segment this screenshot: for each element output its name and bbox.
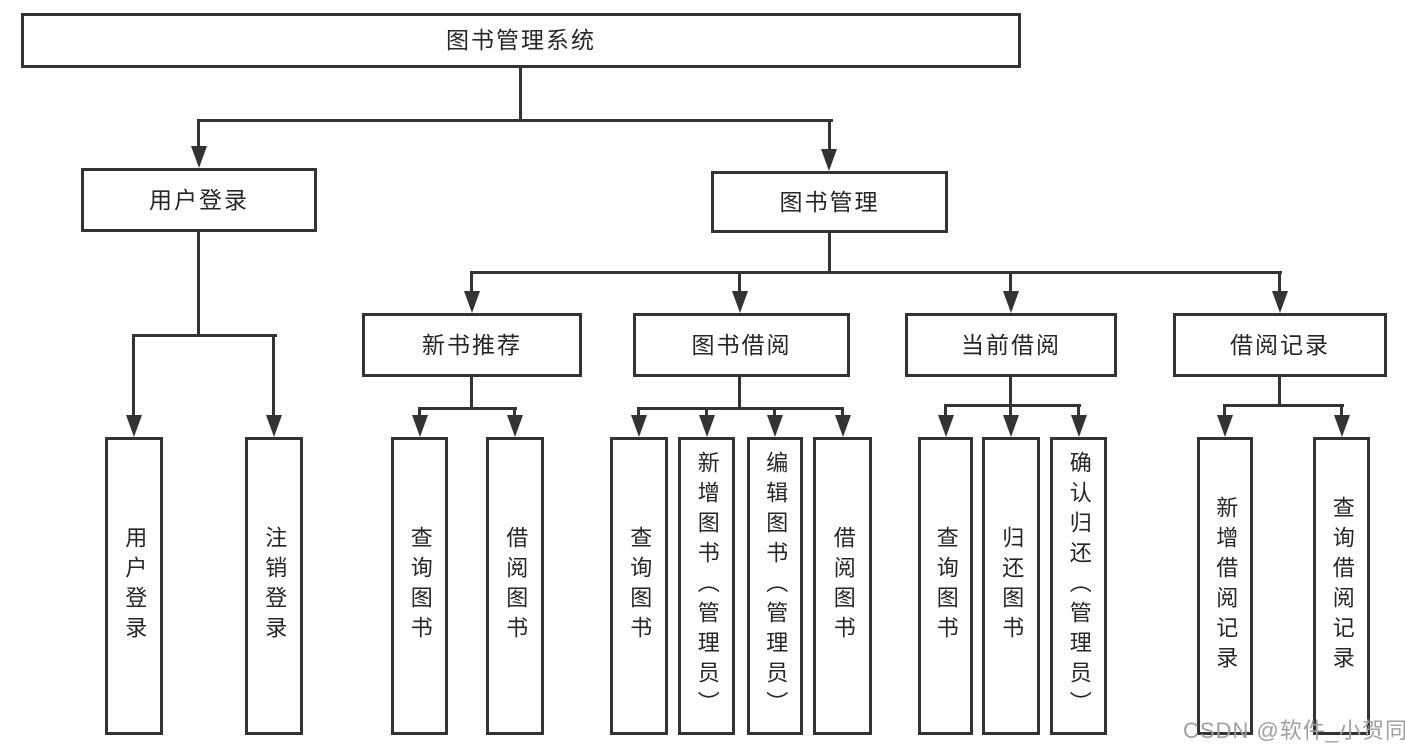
- connector-segment: [470, 271, 473, 293]
- node-leaf-return-books: 归还图书: [982, 437, 1040, 735]
- connector-segment: [1009, 377, 1012, 406]
- node-leaf-confirm-return-admin-label: 确认归还（管理员）: [1066, 451, 1092, 721]
- arrowhead: [767, 415, 783, 437]
- arrowhead: [631, 415, 647, 437]
- arrowhead: [1217, 415, 1233, 437]
- connector-segment: [418, 407, 517, 410]
- node-book-management-label: 图书管理: [779, 188, 880, 215]
- node-leaf-user-login-label: 用户登录: [122, 526, 148, 646]
- node-leaf-borrow-books-recommend: 借阅图书: [486, 437, 544, 735]
- connector-segment: [1340, 404, 1343, 417]
- arrowhead: [732, 291, 748, 313]
- node-book-management: 图书管理: [711, 171, 948, 233]
- node-user-login: 用户登录: [81, 168, 317, 232]
- connector-segment: [705, 407, 708, 417]
- node-borrow-records: 借阅记录: [1173, 313, 1387, 377]
- connector-segment: [197, 119, 200, 148]
- connector-segment: [738, 377, 741, 409]
- node-leaf-edit-books-admin: 编辑图书（管理员）: [747, 437, 803, 735]
- connector-segment: [418, 407, 421, 417]
- arrowhead: [464, 291, 480, 313]
- node-leaf-borrow-books-recommend-label: 借阅图书: [503, 526, 529, 646]
- node-new-book-recommend-label: 新书推荐: [422, 331, 522, 358]
- connector-segment: [197, 119, 833, 122]
- arrowhead: [835, 415, 851, 437]
- connector-segment: [1223, 404, 1344, 407]
- arrowhead: [1003, 415, 1019, 437]
- connector-segment: [773, 407, 776, 417]
- node-leaf-logout: 注销登录: [245, 437, 303, 735]
- node-leaf-query-books-current-label: 查询图书: [933, 526, 959, 646]
- connector-segment: [132, 334, 277, 337]
- arrowhead: [191, 146, 207, 168]
- connector-segment: [828, 119, 831, 150]
- connector-segment: [1223, 404, 1226, 417]
- node-leaf-query-books-recommend-label: 查询图书: [407, 526, 433, 646]
- node-leaf-query-books-borrowing-label: 查询图书: [627, 526, 653, 646]
- connector-segment: [272, 334, 275, 417]
- node-new-book-recommend: 新书推荐: [362, 313, 582, 377]
- node-leaf-query-books-current: 查询图书: [918, 437, 973, 735]
- node-library-system-label: 图书管理系统: [446, 27, 596, 53]
- connector-segment: [637, 407, 844, 410]
- node-user-login-label: 用户登录: [149, 186, 249, 213]
- arrowhead: [938, 415, 954, 437]
- arrowhead: [266, 415, 282, 437]
- connector-segment: [828, 233, 831, 273]
- connector-segment: [738, 271, 741, 293]
- node-leaf-borrow-books: 借阅图书: [813, 437, 872, 735]
- connector-segment: [944, 404, 947, 417]
- connector-segment: [197, 232, 200, 335]
- node-leaf-query-borrow-record: 查询借阅记录: [1313, 437, 1370, 735]
- connector-segment: [470, 377, 473, 409]
- connector-segment: [1077, 404, 1080, 417]
- connector-segment: [1278, 271, 1281, 293]
- arrowhead: [1071, 415, 1087, 437]
- arrowhead: [1272, 291, 1288, 313]
- node-leaf-add-borrow-record: 新增借阅记录: [1197, 437, 1253, 735]
- connector-segment: [841, 407, 844, 417]
- connector-segment: [132, 334, 135, 417]
- node-leaf-query-books-borrowing: 查询图书: [610, 437, 668, 735]
- arrowhead: [412, 415, 428, 437]
- node-library-system: 图书管理系统: [21, 13, 1021, 68]
- node-leaf-add-books-admin: 新增图书（管理员）: [678, 437, 735, 735]
- arrowhead: [821, 149, 837, 171]
- arrowhead: [1003, 291, 1019, 313]
- node-current-borrowing: 当前借阅: [905, 313, 1117, 377]
- node-leaf-query-borrow-record-label: 查询借阅记录: [1329, 496, 1355, 676]
- connector-segment: [513, 407, 516, 417]
- node-leaf-edit-books-admin-label: 编辑图书（管理员）: [763, 451, 789, 721]
- node-book-borrowing-label: 图书借阅: [691, 331, 792, 358]
- node-leaf-logout-label: 注销登录: [262, 526, 288, 646]
- node-current-borrowing-label: 当前借阅: [961, 331, 1061, 358]
- node-leaf-user-login: 用户登录: [105, 437, 163, 735]
- node-leaf-return-books-label: 归还图书: [999, 526, 1025, 646]
- arrowhead: [126, 415, 142, 437]
- connector-segment: [470, 271, 1282, 274]
- connector-segment: [1009, 271, 1012, 293]
- connector-segment: [519, 68, 522, 121]
- node-leaf-confirm-return-admin: 确认归还（管理员）: [1050, 437, 1107, 735]
- csdn-watermark: CSDN @软件_小贺同学: [1183, 718, 1405, 743]
- node-leaf-add-books-admin-label: 新增图书（管理员）: [694, 451, 720, 721]
- connector-segment: [1278, 377, 1281, 406]
- node-leaf-add-borrow-record-label: 新增借阅记录: [1213, 496, 1239, 676]
- arrowhead: [1334, 415, 1350, 437]
- node-leaf-borrow-books-label: 借阅图书: [830, 526, 856, 646]
- connector-segment: [637, 407, 640, 417]
- connector-segment: [1009, 404, 1012, 417]
- node-leaf-query-books-recommend: 查询图书: [391, 437, 448, 735]
- arrowhead: [507, 415, 523, 437]
- node-borrow-records-label: 借阅记录: [1230, 331, 1330, 358]
- arrowhead: [699, 415, 715, 437]
- connector-segment: [944, 404, 1081, 407]
- node-book-borrowing: 图书借阅: [633, 313, 850, 377]
